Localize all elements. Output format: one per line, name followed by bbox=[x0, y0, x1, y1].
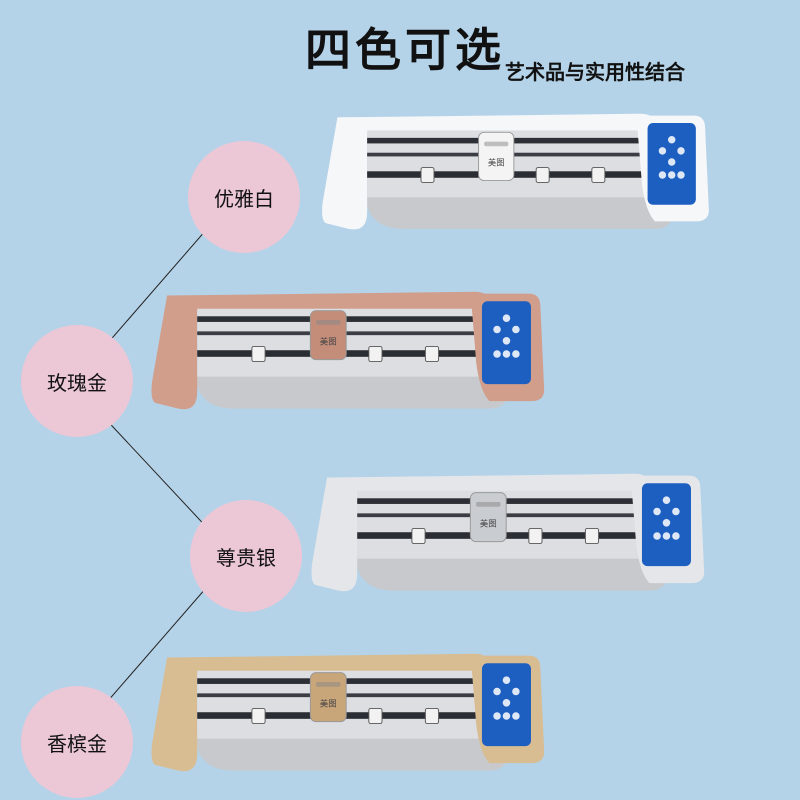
svg-text:美图: 美图 bbox=[488, 158, 505, 168]
color-option-silver[interactable]: 尊贵银 bbox=[190, 500, 302, 612]
cutter-tray bbox=[195, 732, 511, 771]
cutter-left-body bbox=[151, 295, 198, 410]
pinch-rollers bbox=[411, 527, 600, 545]
cutter-top-cover bbox=[337, 113, 657, 135]
cutter-left-body bbox=[311, 477, 358, 592]
cutter-tray bbox=[195, 370, 511, 409]
cutter-top-cover bbox=[167, 653, 492, 675]
color-option-rose-gold[interactable]: 玫瑰金 bbox=[21, 325, 133, 437]
pinch-rollers bbox=[251, 707, 440, 725]
color-option-champagne[interactable]: 香槟金 bbox=[21, 686, 133, 798]
color-option-label: 优雅白 bbox=[214, 186, 274, 211]
cutter-top-cover bbox=[167, 291, 492, 313]
color-option-label: 玫瑰金 bbox=[47, 370, 107, 395]
screen-buttons bbox=[653, 496, 680, 540]
svg-text:美图: 美图 bbox=[320, 337, 337, 347]
cutter-tray bbox=[355, 552, 671, 591]
svg-text:美图: 美图 bbox=[320, 699, 337, 709]
cutter-rose-gold: 美图 bbox=[130, 288, 585, 420]
connector-rose-silver bbox=[99, 412, 213, 534]
screen-buttons bbox=[493, 314, 520, 358]
cutter-carriage: 美图 bbox=[309, 672, 347, 723]
cutter-carriage: 美图 bbox=[469, 492, 507, 543]
cutter-carriage: 美图 bbox=[478, 131, 515, 182]
screen-buttons bbox=[493, 676, 520, 720]
page-subtitle: 艺术品与实用性结合 bbox=[505, 60, 685, 84]
connector-silver-champagne bbox=[99, 579, 214, 711]
connector-white-rose bbox=[99, 221, 214, 353]
cutter-silver: 美图 bbox=[290, 470, 745, 602]
page-title: 四色可选 bbox=[305, 23, 505, 77]
cutter-left-body bbox=[151, 657, 198, 772]
svg-text:美图: 美图 bbox=[480, 519, 497, 529]
color-option-white[interactable]: 优雅白 bbox=[188, 141, 300, 253]
cutter-tray bbox=[365, 191, 676, 229]
pinch-rollers bbox=[420, 167, 606, 183]
cutter-carriage: 美图 bbox=[309, 310, 347, 361]
pinch-rollers bbox=[251, 345, 440, 363]
cutter-left-body bbox=[322, 117, 368, 230]
screen-buttons bbox=[658, 136, 685, 179]
color-option-label: 香槟金 bbox=[47, 731, 107, 756]
cutter-top-cover bbox=[327, 473, 652, 495]
color-option-label: 尊贵银 bbox=[216, 545, 276, 570]
cutter-white: 美图 bbox=[300, 110, 750, 240]
cutter-champagne: 美图 bbox=[130, 650, 585, 782]
